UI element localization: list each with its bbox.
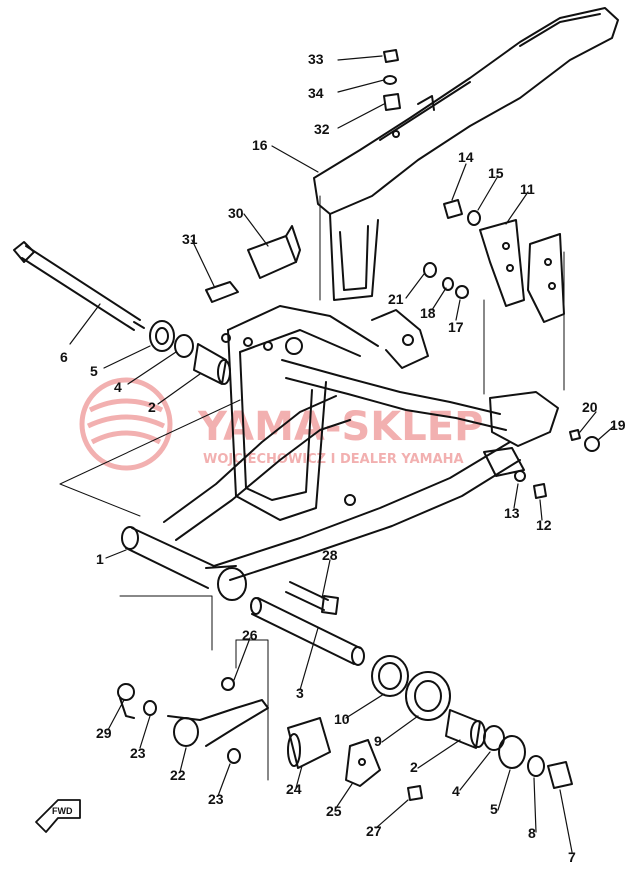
callout-12: 12 bbox=[536, 517, 552, 533]
callout-5-upper: 5 bbox=[90, 363, 98, 379]
callout-10: 10 bbox=[334, 711, 350, 727]
seals-bearings-drawing bbox=[371, 655, 573, 789]
top-fasteners-drawing bbox=[383, 49, 600, 499]
callout-22: 22 bbox=[170, 767, 186, 783]
callout-20: 20 bbox=[582, 399, 598, 415]
callout-6: 6 bbox=[60, 349, 68, 365]
callout-26: 26 bbox=[242, 627, 258, 643]
callout-14: 14 bbox=[458, 149, 474, 165]
chain-guide-drawing bbox=[205, 225, 301, 303]
callout-11: 11 bbox=[520, 181, 535, 197]
callout-33: 33 bbox=[308, 51, 324, 67]
leader-lines bbox=[69, 55, 615, 853]
pivot-shaft-drawing bbox=[13, 241, 145, 331]
stay-bracket-drawing bbox=[479, 219, 565, 323]
callout-labels: 33 34 32 16 14 15 11 30 31 21 18 17 6 5 … bbox=[60, 51, 626, 865]
callout-25: 25 bbox=[326, 803, 342, 819]
callout-23-left: 23 bbox=[130, 745, 146, 761]
callout-7: 7 bbox=[568, 849, 576, 865]
callout-24: 24 bbox=[286, 781, 302, 797]
callout-8: 8 bbox=[528, 825, 536, 841]
brake-arm-drawing bbox=[117, 677, 269, 764]
swingarm-drawing bbox=[121, 305, 559, 601]
callout-30: 30 bbox=[228, 205, 244, 221]
callout-16: 16 bbox=[252, 137, 268, 153]
callout-29: 29 bbox=[96, 725, 112, 741]
callout-23-right: 23 bbox=[208, 791, 224, 807]
callout-34: 34 bbox=[308, 85, 324, 101]
callout-31: 31 bbox=[182, 231, 198, 247]
callout-9: 9 bbox=[374, 733, 382, 749]
callout-5-lower: 5 bbox=[490, 801, 498, 817]
callout-18: 18 bbox=[420, 305, 436, 321]
fwd-label: FWD bbox=[52, 806, 73, 816]
rear-fender-drawing bbox=[313, 7, 619, 301]
callout-28: 28 bbox=[322, 547, 338, 563]
callout-27: 27 bbox=[366, 823, 382, 839]
chain-buffer-drawing bbox=[287, 717, 423, 801]
left-pivot-bearings-drawing bbox=[149, 320, 231, 385]
lower-shafts-drawing bbox=[250, 581, 365, 666]
callout-21: 21 bbox=[388, 291, 404, 307]
callout-3: 3 bbox=[296, 685, 304, 701]
callout-19: 19 bbox=[610, 417, 626, 433]
callout-2-lower: 2 bbox=[410, 759, 418, 775]
callout-1: 1 bbox=[96, 551, 104, 567]
callout-13: 13 bbox=[504, 505, 520, 521]
reference-lines bbox=[59, 195, 565, 781]
callout-32: 32 bbox=[314, 121, 330, 137]
watermark: YAMA-SKLEP WOJCIECHOWICZ I DEALER YAMAHA bbox=[79, 377, 483, 471]
line-art bbox=[13, 7, 619, 853]
forward-arrow-icon: FWD bbox=[35, 799, 81, 833]
callout-4-lower: 4 bbox=[452, 783, 460, 799]
watermark-brand: YAMA-SKLEP bbox=[197, 404, 483, 450]
callout-2-upper: 2 bbox=[148, 399, 156, 415]
callout-17: 17 bbox=[448, 319, 464, 335]
callout-4-upper: 4 bbox=[114, 379, 122, 395]
watermark-logo-icon bbox=[79, 377, 173, 471]
callout-15: 15 bbox=[488, 165, 504, 181]
watermark-subtitle: WOJCIECHOWICZ I DEALER YAMAHA bbox=[203, 452, 464, 467]
